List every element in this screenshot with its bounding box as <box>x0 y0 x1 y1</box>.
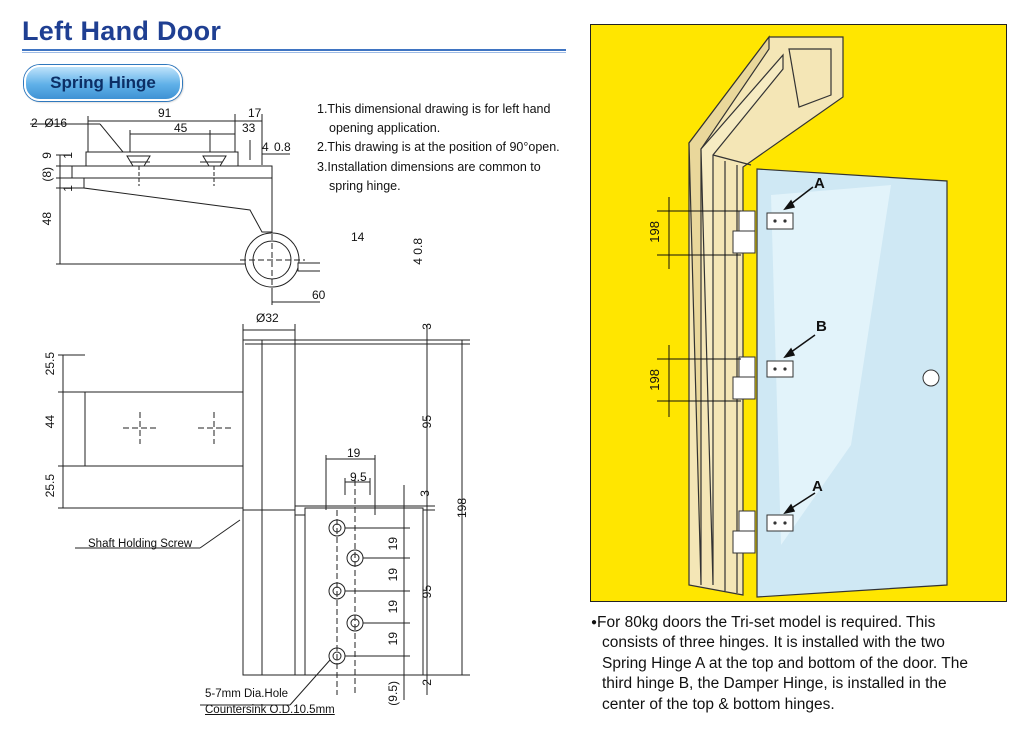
note-2: 2.This drawing is at the position of 90°… <box>317 140 560 155</box>
installation-description: ●For 80kg doors the Tri-set model is req… <box>591 613 1001 715</box>
dim-4b: 4 <box>411 258 425 265</box>
countersink-spec-label: Countersink O.D.10.5mm <box>205 704 335 716</box>
illustration-dim-top: 198 <box>647 221 662 243</box>
note-1-cont: opening application. <box>329 121 441 136</box>
dim-8: (8) <box>40 167 54 182</box>
dim-9-5: 9.5 <box>350 470 367 484</box>
desc-line-5: center of the top & bottom hinges. <box>602 695 835 713</box>
dim-4: 4 <box>262 140 269 154</box>
dim-95a: 95 <box>420 415 434 429</box>
desc-line-2: consists of three hinges. It is installe… <box>602 634 945 652</box>
dim-diameter-32: Ø32 <box>256 311 279 325</box>
dim-0-8b: 0.8 <box>411 238 425 255</box>
dim-19d: 19 <box>386 632 400 646</box>
dim-9-5-paren: (9.5) <box>386 681 400 706</box>
desc-line-1: For 80kg doors the Tri-set model is requ… <box>597 614 936 631</box>
title-underline <box>22 49 566 51</box>
dim-9: 9 <box>40 152 54 159</box>
note-3-cont: spring hinge. <box>329 178 401 193</box>
front-view-drawing <box>58 324 470 706</box>
door-frame-illustration <box>657 35 948 598</box>
dim-44: 44 <box>43 415 57 429</box>
dim-25-5a: 25.5 <box>43 352 57 376</box>
dim-3b: 3 <box>418 490 432 497</box>
dim-2: 2 <box>420 679 434 686</box>
hole-spec-label: 5-7mm Dia.Hole <box>205 688 289 700</box>
dim-19c: 19 <box>386 600 400 614</box>
installation-illustration: A B A 198 198 <box>590 24 1007 602</box>
drawing-notes: 1.This dimensional drawing is for left h… <box>317 100 577 196</box>
dim-17: 17 <box>248 106 262 120</box>
illustration-dim-mid: 198 <box>647 369 662 391</box>
dim-3a: 3 <box>420 323 434 330</box>
dim-1b: 1 <box>61 185 75 192</box>
shaft-holding-screw-label: Shaft Holding Screw <box>88 538 193 550</box>
dim-19a: 19 <box>386 537 400 551</box>
dim-1a: 1 <box>61 152 75 159</box>
dim-95b: 95 <box>420 585 434 599</box>
dim-33: 33 <box>242 121 256 135</box>
page-title: Left Hand Door <box>22 16 222 46</box>
dim-48: 48 <box>40 212 54 226</box>
bullet-icon: ● <box>591 617 598 628</box>
dim-0-8: 0.8 <box>274 140 291 154</box>
note-1: 1.This dimensional drawing is for left h… <box>317 102 551 116</box>
dim-45: 45 <box>174 121 188 135</box>
hinge-label-b: B <box>816 318 827 335</box>
dim-25-5b: 25.5 <box>43 474 57 498</box>
title-underline-light <box>22 52 566 53</box>
top-view-drawing <box>30 114 320 305</box>
dim-14: 14 <box>351 230 365 244</box>
spring-hinge-badge: Spring Hinge <box>24 65 182 101</box>
hinge-label-a-bottom: A <box>812 478 823 495</box>
dim-holes: 2–Ø16 <box>31 116 68 130</box>
note-3: 3.Installation dimensions are common to <box>317 159 541 174</box>
desc-line-4: third hinge B, the Damper Hinge, is inst… <box>602 675 947 693</box>
hinge-label-a-top: A <box>814 175 825 192</box>
dim-19b: 19 <box>386 568 400 582</box>
dim-60: 60 <box>312 288 326 302</box>
dim-91: 91 <box>158 106 172 120</box>
dim-19-horizontal: 19 <box>347 446 361 460</box>
dim-198: 198 <box>455 498 469 519</box>
desc-line-3: Spring Hinge A at the top and bottom of … <box>602 654 968 672</box>
